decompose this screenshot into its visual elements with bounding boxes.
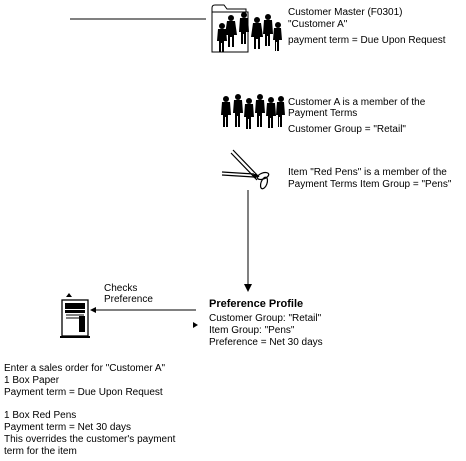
checks-label-line2: Preference	[104, 294, 153, 305]
arrow-head-left	[90, 307, 96, 313]
sales-order-line4: 1 Box Red Pens	[4, 410, 77, 421]
customer-master-payment-term: payment term = Due Upon Request	[288, 35, 446, 46]
folder-people-icon	[211, 4, 282, 53]
preference-profile-title: Preference Profile	[209, 298, 304, 310]
customer-group-line3: Customer Group = "Retail"	[288, 124, 406, 135]
preference-profile-customer-group: Customer Group: "Retail"	[209, 313, 322, 324]
sales-order-line7: term for the item	[4, 446, 77, 457]
arrow-head-down	[244, 284, 252, 292]
customer-master-name: "Customer A"	[288, 19, 348, 30]
preference-profile-preference: Preference = Net 30 days	[209, 337, 323, 348]
computer-icon	[60, 293, 90, 338]
sales-order-line1: Enter a sales order for "Customer A"	[4, 363, 166, 374]
customer-group-line1: Customer A is a member of the	[288, 97, 426, 108]
sales-order-line5: Payment term = Net 30 days	[4, 422, 132, 433]
item-group-line2: Payment Terms Item Group = "Pens"	[288, 179, 452, 190]
sales-order-line6: This overrides the customer's payment	[4, 434, 176, 445]
customer-group-line2: Payment Terms	[288, 108, 358, 119]
sales-order-line2: 1 Box Paper	[4, 375, 60, 386]
scissors-icon	[221, 149, 270, 190]
preference-profile-item-group: Item Group: "Pens"	[209, 325, 295, 336]
checks-label-line1: Checks	[104, 283, 138, 294]
pointer-arrow	[193, 322, 198, 328]
item-group-line1: Item "Red Pens" is a member of the	[288, 167, 447, 178]
people-group-icon	[221, 94, 285, 129]
sales-order-line3: Payment term = Due Upon Request	[4, 387, 163, 398]
customer-master-title: Customer Master (F0301)	[288, 7, 403, 18]
